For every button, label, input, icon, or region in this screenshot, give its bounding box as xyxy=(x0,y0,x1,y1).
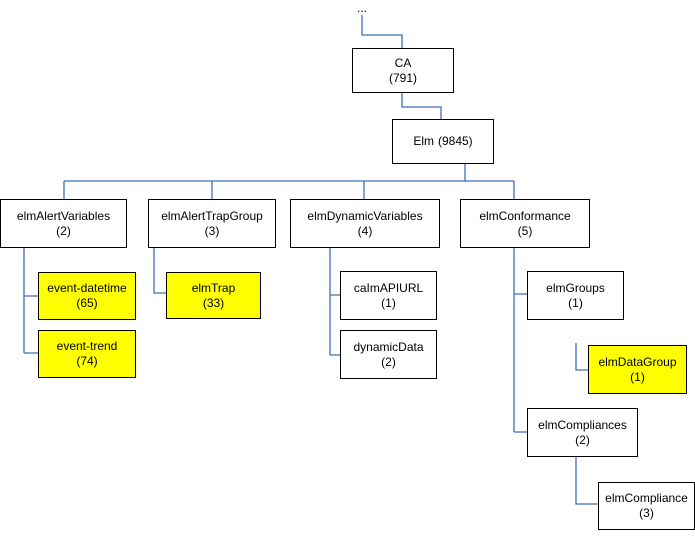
node-elm[interactable]: Elm (9845) xyxy=(392,119,494,164)
node-event-trend[interactable]: event-trend (74) xyxy=(38,330,136,378)
node-label: event-datetime xyxy=(47,281,127,295)
node-label: elmAlertVariables xyxy=(16,208,111,223)
connector-ellipsis-ca xyxy=(361,15,403,48)
node-id: (3) xyxy=(639,506,654,520)
connector-conformance-children xyxy=(513,248,527,433)
node-label: elmCompliances xyxy=(538,417,627,432)
node-elm-compliances[interactable]: elmCompliances (2) xyxy=(527,408,638,457)
node-id: (1) xyxy=(568,295,583,310)
node-dynamic-data[interactable]: dynamicData (2) xyxy=(340,330,437,379)
node-elm-alert-variables[interactable]: elmAlertVariables (2) xyxy=(0,199,127,248)
node-elm-dynamic-variables[interactable]: elmDynamicVariables (4) xyxy=(290,199,440,248)
node-label: elmTrap xyxy=(191,280,236,295)
node-label: elmGroups xyxy=(546,280,605,295)
node-elm-data-group[interactable]: elmDataGroup (1) xyxy=(588,345,687,394)
node-label: elmDataGroup xyxy=(598,354,677,369)
node-elm-conformance[interactable]: elmConformance (5) xyxy=(460,199,590,248)
connector-compliances-compliance xyxy=(575,457,598,505)
ellipsis-indicator: ... xyxy=(357,1,368,15)
node-id: (4) xyxy=(357,223,373,238)
node-label: elmConformance xyxy=(479,208,571,223)
connector-groups-datagroup xyxy=(575,343,588,371)
node-elm-id: (9845) xyxy=(437,134,473,148)
node-elm-groups[interactable]: elmGroups (1) xyxy=(527,271,624,320)
node-id: (1) xyxy=(381,295,396,310)
node-elm-compliance[interactable]: elmCompliance (3) xyxy=(598,482,695,530)
node-id: (2) xyxy=(575,432,590,447)
node-label: dynamicData xyxy=(353,339,424,354)
node-caim-api-url[interactable]: caImAPIURL (1) xyxy=(340,271,437,320)
connector-dynvars-children xyxy=(329,248,340,356)
node-elm-label: Elm xyxy=(413,134,434,148)
node-ca-id: (791) xyxy=(388,70,417,85)
node-ca[interactable]: CA(791) xyxy=(352,48,454,93)
node-elm-trap[interactable]: elmTrap (33) xyxy=(166,272,261,319)
node-id: (65) xyxy=(76,296,98,310)
node-elm-alert-trap-group[interactable]: elmAlertTrapGroup (3) xyxy=(148,199,276,248)
node-label: event-trend xyxy=(56,339,118,353)
node-id: (74) xyxy=(76,354,98,368)
node-id: (2) xyxy=(381,354,396,369)
connector-alertvars-children xyxy=(23,248,38,354)
node-label: elmAlertTrapGroup xyxy=(161,208,263,223)
node-label: elmCompliance xyxy=(605,491,688,505)
connector-ca-elm xyxy=(401,93,442,119)
node-ca-label: CA xyxy=(394,55,412,70)
connector-trapgroup-trap xyxy=(153,248,166,294)
node-id: (3) xyxy=(204,223,220,238)
node-id: (1) xyxy=(630,369,645,384)
node-event-datetime[interactable]: event-datetime (65) xyxy=(38,272,136,320)
node-id: (2) xyxy=(56,223,71,238)
node-id: (5) xyxy=(517,223,533,238)
node-label: caImAPIURL xyxy=(353,280,424,295)
node-label: elmDynamicVariables xyxy=(307,208,423,223)
node-id: (33) xyxy=(202,295,225,310)
